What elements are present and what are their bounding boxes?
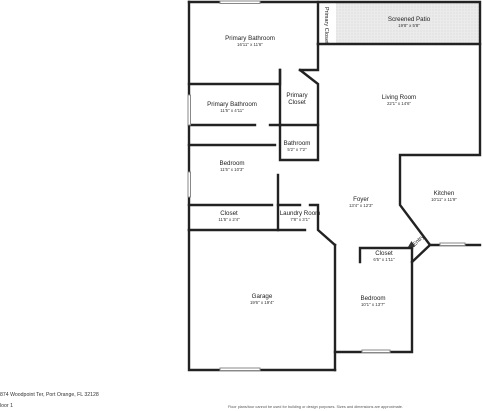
wall-laundry	[276, 203, 337, 247]
window-garage	[219, 367, 261, 371]
window-primary-bath	[219, 0, 261, 4]
primary-closet-label: Primary Closet	[286, 92, 308, 107]
disclaimer-text: Floor plans/tour cannot be used for buil…	[228, 405, 403, 409]
window-bedroom	[361, 349, 391, 353]
primary-bathroom-small-label: Primary Bathroom 11'5" x 4'11"	[207, 101, 257, 114]
closet-left-label: Closet 11'5" x 2'4"	[218, 210, 240, 223]
address-text: 874 Woodpoint Ter, Port Orange, FL 32128	[0, 392, 99, 398]
garage-label: Garage 19'6" x 19'4"	[249, 293, 275, 306]
wall-bedroom-right	[333, 244, 414, 354]
wall-top	[187, 0, 482, 46]
entry-arrow-icon	[408, 241, 415, 247]
wall-closet-right	[358, 246, 414, 264]
wall-bedroom-bottom	[187, 173, 280, 232]
closet-right-label: Closet 6'5" x 1'11"	[373, 250, 395, 263]
primary-bathroom-main-label: Primary Bathroom 16'11" x 11'6"	[225, 35, 275, 48]
foyer-label: Foyer 13'4" x 12'3"	[348, 196, 374, 209]
window-left-1	[187, 94, 191, 126]
screened-patio-area	[336, 2, 479, 44]
screened-patio-label: Screened Patio 19'8" x 5'8"	[387, 16, 431, 29]
window-left-2	[187, 171, 191, 198]
floor-text: loor 1	[0, 403, 13, 409]
wall-primary-bath-bottom	[187, 42, 320, 86]
kitchen-label: Kitchen 10'11" x 11'9"	[431, 190, 457, 203]
wall-kitchen-lower	[410, 243, 432, 264]
laundry-room-label: Laundry Room 7'8" x 3'1"	[279, 210, 321, 223]
wall-bathroom	[278, 123, 320, 162]
wall-right	[398, 42, 482, 247]
wall-primary-closet	[278, 68, 320, 127]
bathroom-label: Bathroom 5'2" x 7'2"	[283, 140, 311, 153]
primary-closet-top-label: Primary Closet	[322, 6, 329, 44]
window-kitchen	[439, 242, 466, 246]
bedroom-left-label: Bedroom 11'5" x 10'3"	[219, 160, 245, 173]
living-room-label: Living Room 22'1" x 14'6"	[381, 94, 417, 107]
wall-left-lower	[187, 228, 337, 372]
bedroom-right-label: Bedroom 10'1" x 13'7"	[360, 295, 386, 308]
